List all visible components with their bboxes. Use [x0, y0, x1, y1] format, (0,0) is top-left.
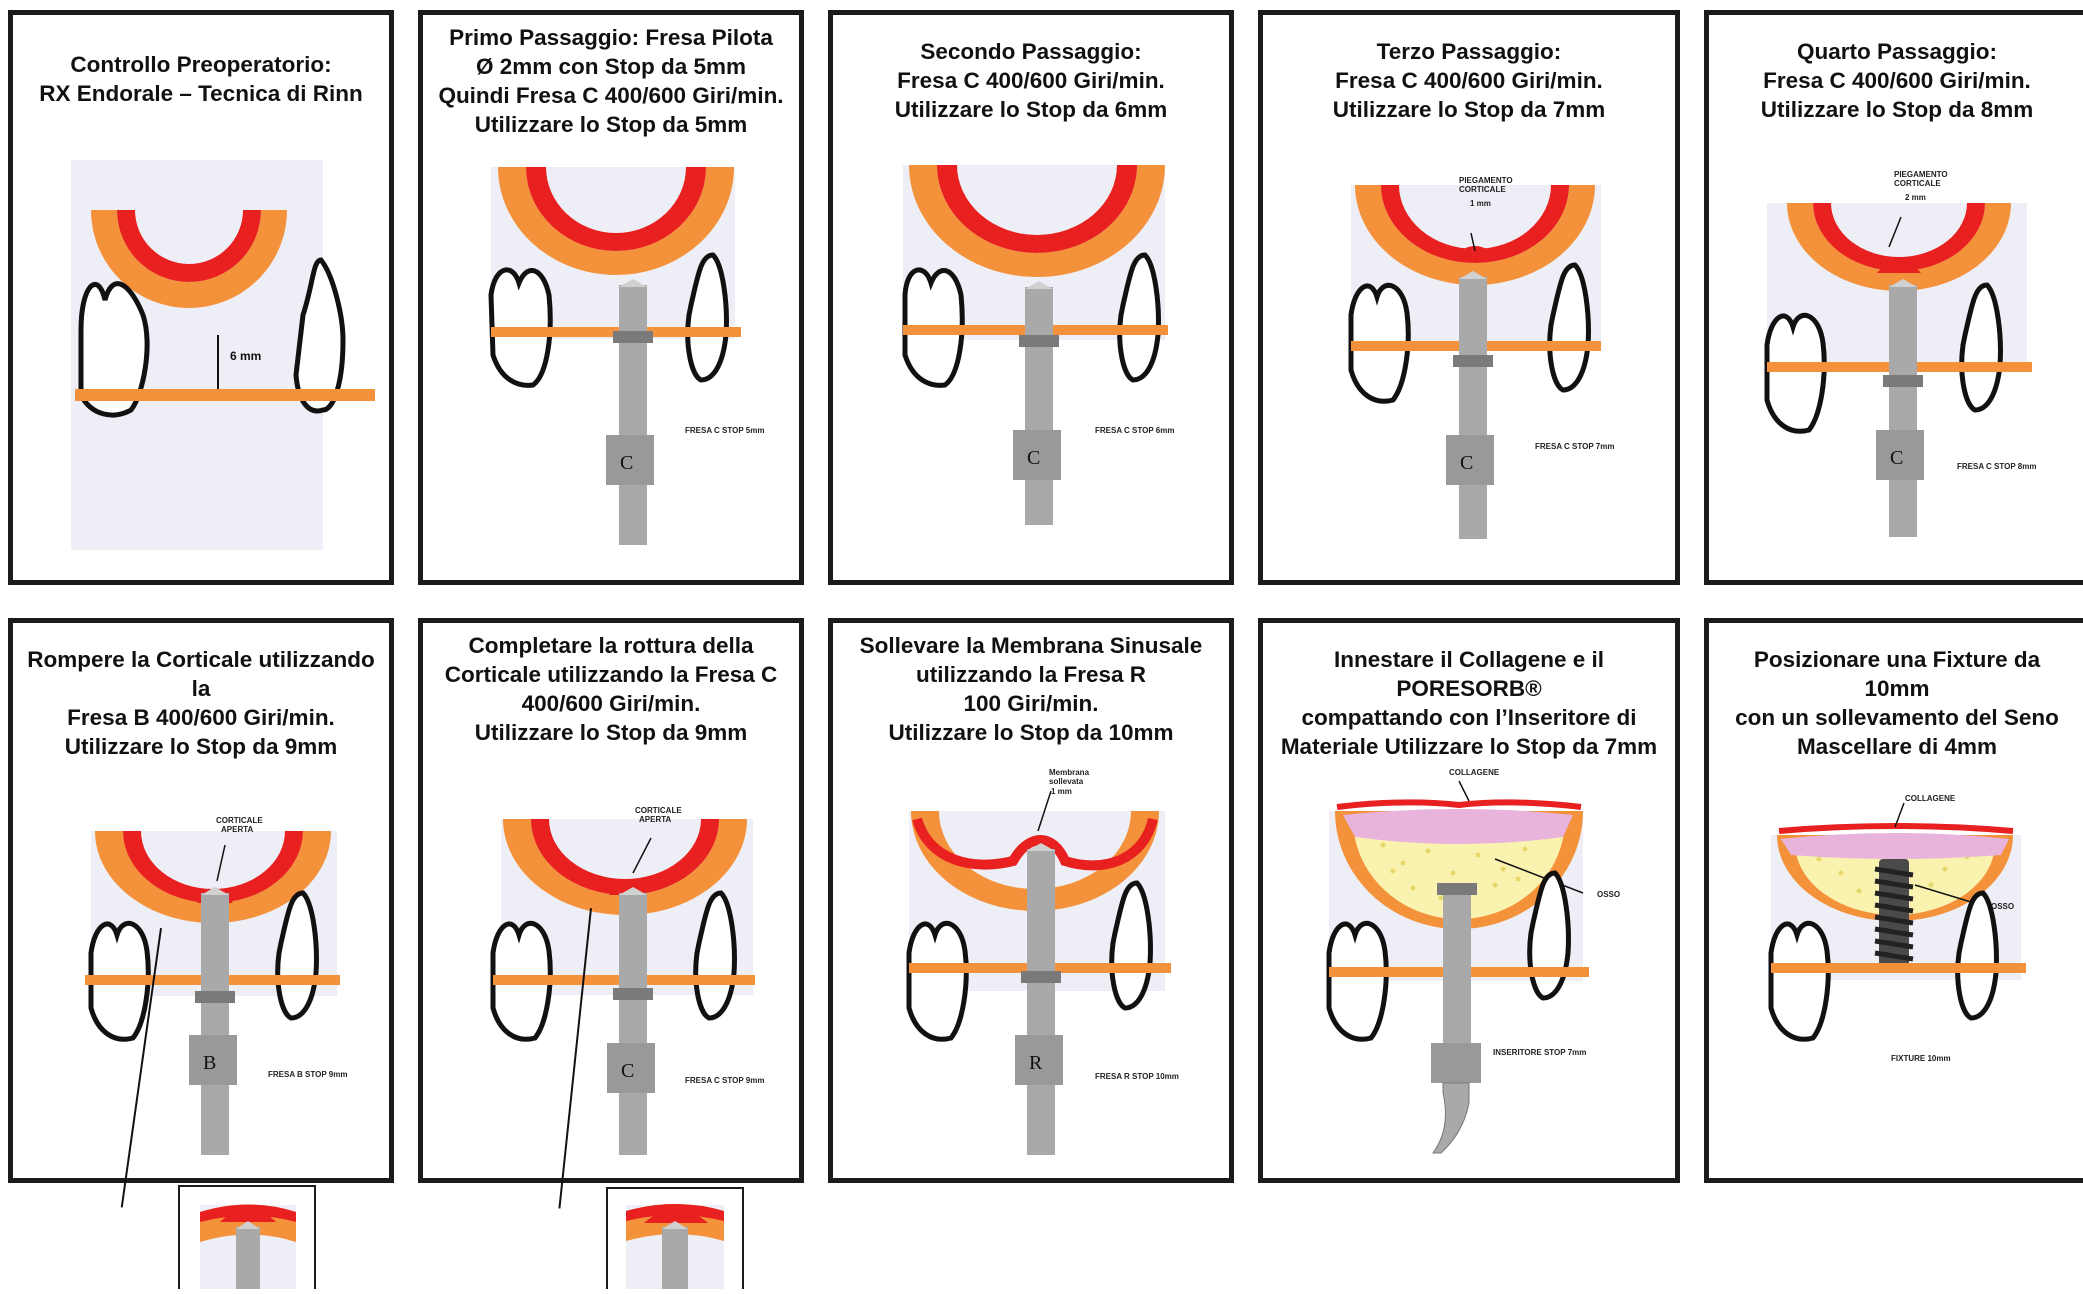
zoom-detail-illustration — [180, 1187, 314, 1289]
measure-label: 6 mm — [230, 349, 261, 363]
panel-completare-rottura: Completare la rottura della Corticale ut… — [418, 618, 804, 1183]
panel-terzo-passaggio: Terzo Passaggio: Fresa C 400/600 Giri/mi… — [1258, 10, 1680, 585]
drill-letter: C — [1890, 447, 1903, 469]
illustration-graft-step: COLLAGENE OSSO INSERITORE STOP 7mm — [1263, 623, 1675, 1178]
drill-letter: C — [621, 1060, 634, 1082]
drill-letter: R — [1029, 1052, 1043, 1074]
fixture-implant — [1875, 859, 1913, 971]
illustration-preoperative: 6 mm — [13, 15, 389, 580]
zoom-detail-corticale-c — [606, 1187, 744, 1289]
drill-label: FRESA C STOP 5mm — [685, 426, 764, 435]
panel-primo-passaggio: Primo Passaggio: Fresa Pilota Ø 2mm con … — [418, 10, 804, 585]
drill-letter: C — [1027, 447, 1040, 469]
drill-label: FRESA R STOP 10mm — [1095, 1072, 1179, 1081]
drill-label: FRESA C STOP 7mm — [1535, 442, 1614, 451]
label-side: OSSO — [1597, 890, 1620, 899]
panel-posizionare-fixture: Posizionare una Fixture da 10mm con un s… — [1704, 618, 2083, 1183]
drill-letter: C — [1460, 452, 1473, 474]
drill-label: FRESA B STOP 9mm — [268, 1070, 347, 1079]
drill-label: FIXTURE 10mm — [1891, 1054, 1951, 1063]
drill-label: FRESA C STOP 9mm — [685, 1076, 764, 1085]
drill-label: FRESA C STOP 6mm — [1095, 426, 1174, 435]
label-side: OSSO — [1991, 902, 2014, 911]
panel-rompere-corticale: Rompere la Corticale utilizzando la Fres… — [8, 618, 394, 1183]
illustration-fixture-step: COLLAGENE OSSO FIXTURE 10mm — [1709, 623, 2083, 1178]
panel-quarto-passaggio: Quarto Passaggio: Fresa C 400/600 Giri/m… — [1704, 10, 2083, 585]
illustration-drill-step-2: C FRESA C STOP 6mm — [833, 15, 1229, 580]
drill-label: FRESA C STOP 8mm — [1957, 462, 2036, 471]
label-top: COLLAGENE — [1905, 794, 1956, 803]
panel-controllo-preoperatorio: Controllo Preoperatorio: RX Endorale – T… — [8, 10, 394, 585]
zoom-detail-illustration — [608, 1189, 742, 1289]
panel-innestare-collagene: Innestare il Collagene e il PORESORB® co… — [1258, 618, 1680, 1183]
illustration-drill-step-1: C FRESA C STOP 5mm — [423, 15, 799, 580]
label-top: COLLAGENE — [1449, 768, 1500, 777]
drill-letter: C — [620, 452, 633, 474]
zoom-detail-corticale-b — [178, 1185, 316, 1289]
drill-letter: B — [203, 1052, 216, 1074]
panel-sollevare-membrana: Sollevare la Membrana Sinusale utilizzan… — [828, 618, 1234, 1183]
drill-label: INSERITORE STOP 7mm — [1493, 1048, 1586, 1057]
panel-secondo-passaggio: Secondo Passaggio: Fresa C 400/600 Giri/… — [828, 10, 1234, 585]
